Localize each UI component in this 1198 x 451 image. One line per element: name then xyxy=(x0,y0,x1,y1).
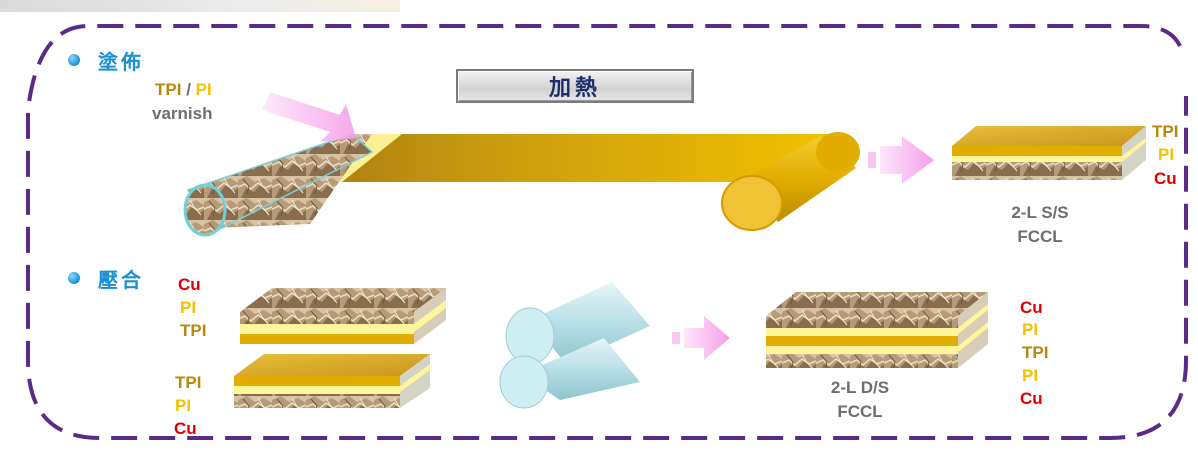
section-border xyxy=(26,24,1188,440)
lamination-output-arrow xyxy=(684,316,730,360)
heat-label: 加熱 xyxy=(548,75,601,101)
coating-output-arrow xyxy=(880,136,934,184)
ss-layer-tpi: TPI xyxy=(1152,122,1179,141)
ss-product-line1: 2-L S/S xyxy=(1011,203,1069,222)
ds-layer-pi-bottom: PI xyxy=(1022,366,1039,385)
ds-layer-pi-top: PI xyxy=(1022,320,1039,339)
ds-layer-cu-bottom: Cu xyxy=(1020,389,1043,408)
lam-bottom-stack-block xyxy=(234,354,430,408)
press-rollers xyxy=(499,282,650,409)
lam-bottom-cu: Cu xyxy=(174,419,197,438)
ss-layer-cu: Cu xyxy=(1154,169,1177,188)
ds-product-line2: FCCL xyxy=(837,402,883,421)
varnish-label: varnish xyxy=(152,104,213,123)
lam-top-pi: PI xyxy=(180,298,197,317)
ss-fccl-block xyxy=(952,126,1146,180)
lam-top-stack-block xyxy=(240,288,446,344)
lamination-bullet xyxy=(68,272,80,284)
ds-fccl-block xyxy=(766,292,988,368)
gold-roll-far-end xyxy=(816,132,860,172)
varnish-separator: / xyxy=(186,80,191,99)
coating-heading: 塗佈 xyxy=(98,50,144,74)
lamination-output-arrow-tail xyxy=(672,332,680,344)
ds-product-line1: 2-L D/S xyxy=(830,378,890,397)
ds-layer-cu-top: Cu xyxy=(1020,298,1043,317)
lam-top-tpi: TPI xyxy=(180,321,207,340)
coating-film-band xyxy=(292,134,840,182)
lam-top-cu: Cu xyxy=(178,275,201,294)
varnish-material-label: TPI / PI xyxy=(155,80,212,100)
varnish-pi: PI xyxy=(195,80,212,99)
top-banner-strip xyxy=(0,0,400,12)
varnish-tpi: TPI xyxy=(155,80,182,99)
heat-box: 加熱 xyxy=(456,69,694,103)
gold-roll-end xyxy=(721,175,783,231)
copper-roll-end xyxy=(183,183,227,237)
ss-layer-pi: PI xyxy=(1158,145,1175,164)
ds-layer-tpi: TPI xyxy=(1022,343,1049,362)
coating-bullet xyxy=(68,54,80,66)
lam-bottom-pi: PI xyxy=(175,396,192,415)
varnish-arrow xyxy=(262,92,356,142)
lamination-heading: 壓合 xyxy=(98,268,144,292)
ss-product-line2: FCCL xyxy=(1017,227,1063,246)
coating-output-arrow-tail xyxy=(868,152,876,168)
lam-bottom-tpi: TPI xyxy=(175,373,202,392)
